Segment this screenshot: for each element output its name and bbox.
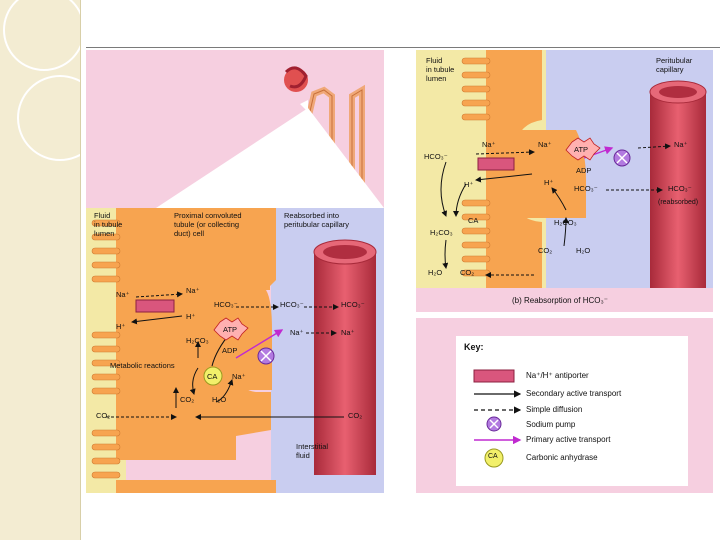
hco3-capillary-label: HCO₃⁻	[341, 300, 365, 309]
atp-starburst-b	[565, 137, 601, 161]
h-lumen-label-b: H⁺	[464, 180, 474, 189]
hco3-interstitial-label: HCO₃⁻	[280, 300, 304, 309]
h2co3-lumen-label-b: H₂CO₃	[430, 228, 453, 237]
key-pump-symbol	[486, 416, 502, 432]
ca-label-b: CA	[468, 216, 479, 225]
key-item-pump: Sodium pump	[526, 420, 576, 429]
na-capillary-label-b: Na⁺	[674, 140, 688, 149]
key-ca-label: CA	[488, 453, 498, 460]
co2-cell-label: CO₂	[180, 395, 195, 404]
na-h-antiporter-b	[477, 157, 515, 171]
co2-cell-label-b: CO₂	[538, 246, 553, 255]
h-lumen-label: H⁺	[116, 322, 126, 331]
key-item-diffusion: Simple diffusion	[526, 405, 583, 414]
co2-capillary-label: CO₂	[348, 411, 363, 420]
na-h-antiporter	[135, 299, 175, 313]
sodium-pump	[257, 347, 275, 365]
panel-b-drawing	[416, 50, 713, 288]
h-cell-label-b: H⁺	[544, 178, 554, 187]
key-item-primary: Primary active transport	[526, 435, 611, 444]
cell-label: Proximal convoluted tubule (or collectin…	[174, 211, 242, 238]
atp-label: ATP	[223, 325, 238, 334]
key-item-secondary: Secondary active transport	[526, 389, 622, 398]
na-cell-label: Na⁺	[186, 286, 200, 295]
hco3-cell-label-b: HCO₃⁻	[574, 184, 598, 193]
na-lumen-label: Na⁺	[116, 290, 130, 299]
reabsorbed-label: Reabsorbed into peritubular capillary	[284, 211, 350, 229]
peritubular-capillary	[313, 239, 377, 475]
microvilli-b	[461, 57, 491, 277]
panel-b-caption: (b) Reabsorption of HCO₃⁻	[512, 296, 608, 305]
h2co3-cell-label-b: H₂CO₃	[554, 218, 577, 227]
na-capillary-label: Na⁺	[341, 328, 355, 337]
co2-lumen-label: CO₂	[96, 411, 111, 420]
microvilli	[91, 219, 121, 479]
decorative-left-strip	[0, 0, 81, 540]
key-item-ca: Carbonic anhydrase	[526, 453, 598, 462]
na-cell-label-b: Na⁺	[538, 140, 552, 149]
panel-b-hco3-reabsorption: Fluid in tubule lumen Peritubular capill…	[416, 50, 713, 312]
zoom-callout	[156, 108, 384, 208]
interstitial-label: Interstitial fluid	[296, 442, 329, 460]
capillary-label-b: Peritubular capillary	[656, 56, 693, 74]
fluid-lumen-label-b: Fluid in tubule lumen	[426, 56, 455, 83]
key-item-antiporter: Na⁺/H⁺ antiporter	[526, 371, 589, 380]
metabolic-reactions-label: Metabolic reactions	[110, 361, 175, 370]
na-interstitial-label: Na⁺	[290, 328, 304, 337]
h2o-cell-label-b: H₂O	[576, 246, 591, 255]
key-title: Key:	[464, 342, 484, 352]
na-lumen-label-b: Na⁺	[482, 140, 496, 149]
ca-label: CA	[207, 372, 218, 381]
hco3-capillary-label-b: HCO₃⁻	[668, 184, 692, 193]
carbonic-anhydrase	[203, 366, 223, 386]
adp-label-b: ADP	[576, 166, 592, 175]
reabsorbed-label-b: (reabsorbed)	[658, 199, 699, 206]
key-symbols	[473, 369, 522, 468]
h2o-cell-label: H₂O	[212, 395, 227, 404]
atp-starburst	[213, 317, 249, 341]
top-divider	[86, 47, 720, 48]
sodium-pump-b	[613, 149, 631, 167]
hco3-lumen-label-b: HCO₃⁻	[424, 152, 448, 161]
h2o-lumen-label-b: H₂O	[428, 268, 443, 277]
key-ca-symbol	[484, 448, 504, 468]
h2co3-label: H₂CO₃	[186, 336, 209, 345]
fluid-lumen-label: Fluid in tubule lumen	[94, 211, 123, 238]
h-cell-label: H⁺	[186, 312, 196, 321]
co2-lumen-label-b: CO₂	[460, 268, 475, 277]
key-antiporter-swatch	[473, 369, 515, 383]
hco3-cell-label: HCO₃⁻	[214, 300, 238, 309]
adp-label: ADP	[222, 346, 238, 355]
na-pump-label: Na⁺	[232, 372, 246, 381]
panel-a-tubule-cell: Fluid in tubule lumen Proximal convolute…	[86, 50, 384, 493]
panel-a-drawing	[86, 66, 384, 493]
key-panel: Key: CA Na⁺/H⁺ antiporter Secondary acti…	[416, 318, 713, 493]
decorative-circles	[3, 0, 80, 161]
atp-label-b: ATP	[574, 145, 589, 154]
